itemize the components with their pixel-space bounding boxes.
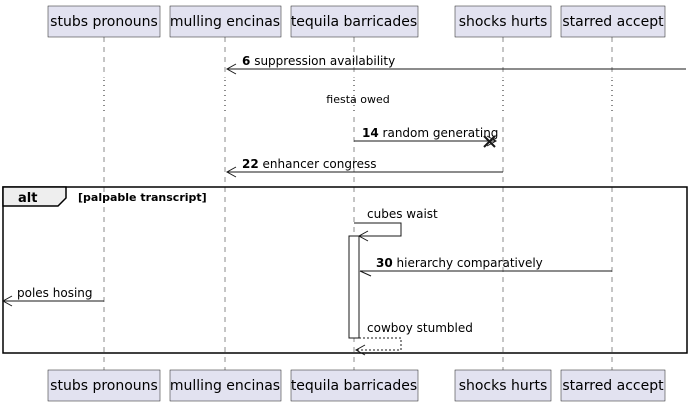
participant-stubs-pronouns-bottom[interactable]: stubs pronouns: [47, 369, 161, 402]
delay-label: fiesta owed: [326, 93, 389, 106]
fragment-guard: [palpable transcript]: [78, 191, 207, 204]
message-text: random generating: [383, 126, 499, 140]
message-text: enhancer congress: [263, 157, 377, 171]
participant-tequila-barricades-top[interactable]: tequila barricades: [290, 5, 419, 38]
message-number: 22: [242, 157, 259, 171]
participant-label: mulling encinas: [170, 378, 280, 394]
svg-text:30 hierarchy comparatively: 30 hierarchy comparatively: [376, 256, 543, 270]
participant-shocks-hurts-top[interactable]: shocks hurts: [454, 5, 552, 38]
participant-label: tequila barricades: [291, 14, 417, 30]
participant-label: shocks hurts: [459, 14, 548, 30]
participant-label: stubs pronouns: [50, 14, 158, 30]
participant-label: mulling encinas: [170, 14, 280, 30]
fragment-type: alt: [18, 191, 37, 206]
message-cowboy-stumbled: cowboy stumbled: [354, 321, 473, 356]
destroy-x-icon: [483, 135, 496, 148]
participant-stubs-pronouns-top[interactable]: stubs pronouns: [47, 5, 161, 38]
participant-mulling-encinas-top[interactable]: mulling encinas: [169, 5, 282, 38]
message-22: 22 enhancer congress: [225, 157, 503, 178]
participant-starred-accept-bottom[interactable]: starred accept: [560, 369, 666, 402]
message-number: 6: [242, 54, 250, 68]
message-30: 30 hierarchy comparatively: [359, 256, 612, 277]
activation-bar: [348, 235, 360, 339]
message-text: cubes waist: [367, 207, 438, 221]
participant-starred-accept-top[interactable]: starred accept: [560, 5, 666, 38]
participant-label: starred accept: [562, 378, 664, 394]
message-text: hierarchy comparatively: [397, 256, 543, 270]
message-text: cowboy stumbled: [367, 321, 473, 335]
message-14: 14 random generating: [354, 126, 498, 147]
message-6: 6 suppression availability: [225, 54, 686, 75]
participant-tequila-barricades-bottom[interactable]: tequila barricades: [290, 369, 419, 402]
delay-gap: [0, 78, 690, 116]
alt-fragment: alt [palpable transcript]: [2, 186, 688, 354]
svg-text:22 enhancer congress: 22 enhancer congress: [242, 157, 377, 171]
participant-label: tequila barricades: [291, 378, 417, 394]
message-number: 30: [376, 256, 393, 270]
participant-label: shocks hurts: [459, 378, 548, 394]
participant-label: starred accept: [562, 14, 664, 30]
participant-shocks-hurts-bottom[interactable]: shocks hurts: [454, 369, 552, 402]
participant-label: stubs pronouns: [50, 378, 158, 394]
message-number: 14: [362, 126, 379, 140]
participant-mulling-encinas-bottom[interactable]: mulling encinas: [169, 369, 282, 402]
message-text: poles hosing: [17, 286, 93, 300]
message-text: suppression availability: [254, 54, 395, 68]
message-poles-hosing: poles hosing: [1, 286, 104, 307]
message-cubes-waist: cubes waist: [354, 207, 438, 242]
svg-text:6 suppression availability: 6 suppression availability: [242, 54, 395, 68]
svg-text:14 random generating: 14 random generating: [362, 126, 498, 140]
